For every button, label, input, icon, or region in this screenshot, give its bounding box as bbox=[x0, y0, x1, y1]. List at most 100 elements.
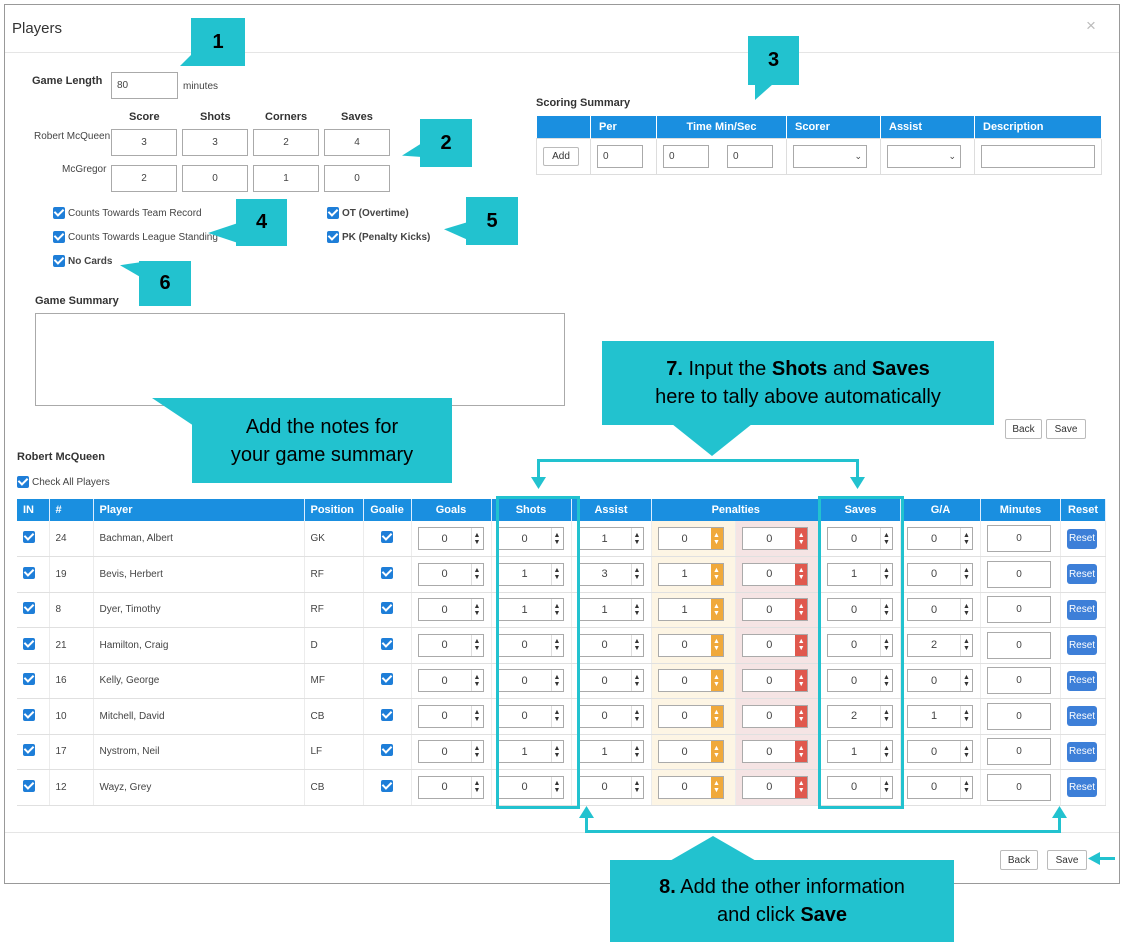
goals-spinner[interactable]: 0▲▼ bbox=[417, 562, 484, 586]
spinner-arrows-icon[interactable]: ▲▼ bbox=[550, 705, 563, 727]
spinner-arrows-icon[interactable]: ▲▼ bbox=[795, 741, 808, 763]
away-score-input[interactable]: 2 bbox=[111, 165, 177, 192]
spinner-arrows-icon[interactable]: ▲▼ bbox=[710, 670, 723, 692]
check-all-players[interactable]: Check All Players bbox=[17, 476, 110, 488]
reset-button[interactable]: Reset bbox=[1067, 741, 1097, 762]
goals-spinner[interactable]: 0▲▼ bbox=[417, 740, 484, 764]
spinner-arrows-icon[interactable]: ▲▼ bbox=[795, 670, 808, 692]
minutes-input[interactable]: 0 bbox=[987, 702, 1051, 730]
add-score-button[interactable]: Add bbox=[543, 146, 579, 166]
player-in-checkbox[interactable] bbox=[23, 566, 35, 579]
reset-button[interactable]: Reset bbox=[1067, 599, 1097, 620]
goals-spinner[interactable]: 0▲▼ bbox=[417, 704, 484, 728]
saves-spinner[interactable]: 0▲▼ bbox=[827, 598, 893, 622]
spinner-arrows-icon[interactable]: ▲▼ bbox=[630, 741, 643, 763]
spinner-arrows-icon[interactable]: ▲▼ bbox=[795, 563, 808, 585]
shots-spinner[interactable]: 0▲▼ bbox=[497, 775, 564, 799]
ga-spinner[interactable]: 0▲▼ bbox=[907, 598, 973, 622]
checkbox-checked-icon[interactable] bbox=[327, 207, 339, 219]
reset-button[interactable]: Reset bbox=[1067, 777, 1097, 798]
spinner-arrows-icon[interactable]: ▲▼ bbox=[550, 741, 563, 763]
reset-button[interactable]: Reset bbox=[1067, 635, 1097, 656]
home-saves-input[interactable]: 4 bbox=[324, 129, 390, 156]
red-card-spinner[interactable]: 0▲▼ bbox=[742, 704, 809, 728]
spinner-arrows-icon[interactable]: ▲▼ bbox=[960, 705, 972, 727]
ga-spinner[interactable]: 0▲▼ bbox=[907, 562, 973, 586]
saves-spinner[interactable]: 0▲▼ bbox=[827, 633, 893, 657]
minutes-input[interactable]: 0 bbox=[987, 525, 1051, 552]
spinner-arrows-icon[interactable]: ▲▼ bbox=[795, 705, 808, 727]
minutes-input[interactable]: 0 bbox=[663, 144, 709, 168]
spinner-arrows-icon[interactable]: ▲▼ bbox=[630, 776, 643, 798]
back-button[interactable]: Back bbox=[1000, 850, 1038, 870]
yellow-card-spinner[interactable]: 0▲▼ bbox=[657, 527, 724, 550]
spinner-arrows-icon[interactable]: ▲▼ bbox=[630, 705, 643, 727]
spinner-arrows-icon[interactable]: ▲▼ bbox=[710, 599, 723, 621]
spinner-arrows-icon[interactable]: ▲▼ bbox=[470, 670, 483, 692]
goals-spinner[interactable]: 0▲▼ bbox=[417, 598, 484, 622]
assist-spinner[interactable]: 0▲▼ bbox=[577, 704, 644, 728]
player-in-checkbox[interactable] bbox=[23, 744, 35, 757]
save-button-top[interactable]: Save bbox=[1046, 419, 1086, 439]
red-card-spinner[interactable]: 0▲▼ bbox=[742, 669, 809, 693]
spinner-arrows-icon[interactable]: ▲▼ bbox=[550, 599, 563, 621]
away-saves-input[interactable]: 0 bbox=[324, 165, 390, 192]
minutes-input[interactable]: 0 bbox=[987, 596, 1051, 624]
spinner-arrows-icon[interactable]: ▲▼ bbox=[550, 776, 563, 798]
spinner-arrows-icon[interactable]: ▲▼ bbox=[630, 528, 643, 549]
away-shots-input[interactable]: 0 bbox=[182, 165, 248, 192]
spinner-arrows-icon[interactable]: ▲▼ bbox=[880, 528, 892, 549]
assist-spinner[interactable]: 0▲▼ bbox=[577, 669, 644, 693]
goalie-checkbox[interactable] bbox=[381, 673, 393, 686]
spinner-arrows-icon[interactable]: ▲▼ bbox=[795, 599, 808, 621]
period-input[interactable]: 0 bbox=[597, 144, 643, 168]
spinner-arrows-icon[interactable]: ▲▼ bbox=[550, 563, 563, 585]
assist-spinner[interactable]: 3▲▼ bbox=[577, 562, 644, 586]
home-corners-input[interactable]: 2 bbox=[253, 129, 319, 156]
spinner-arrows-icon[interactable]: ▲▼ bbox=[960, 528, 972, 549]
yellow-card-spinner[interactable]: 1▲▼ bbox=[657, 598, 724, 622]
ga-spinner[interactable]: 0▲▼ bbox=[907, 527, 973, 550]
player-in-checkbox[interactable] bbox=[23, 637, 35, 650]
checkbox-checked-icon[interactable] bbox=[53, 231, 65, 243]
goals-spinner[interactable]: 0▲▼ bbox=[417, 775, 484, 799]
spinner-arrows-icon[interactable]: ▲▼ bbox=[470, 776, 483, 798]
away-corners-input[interactable]: 1 bbox=[253, 165, 319, 192]
penalty-kicks-checkbox[interactable]: PK (Penalty Kicks) bbox=[327, 231, 430, 243]
league-standing-checkbox[interactable]: Counts Towards League Standing bbox=[53, 231, 218, 243]
minutes-input[interactable]: 0 bbox=[987, 738, 1051, 766]
goalie-checkbox[interactable] bbox=[381, 566, 393, 579]
scorer-select[interactable]: ⌄ bbox=[793, 144, 867, 168]
minutes-input[interactable]: 0 bbox=[987, 631, 1051, 659]
saves-spinner[interactable]: 0▲▼ bbox=[827, 775, 893, 799]
spinner-arrows-icon[interactable]: ▲▼ bbox=[550, 670, 563, 692]
spinner-arrows-icon[interactable]: ▲▼ bbox=[795, 528, 808, 549]
yellow-card-spinner[interactable]: 0▲▼ bbox=[657, 704, 724, 728]
spinner-arrows-icon[interactable]: ▲▼ bbox=[880, 599, 892, 621]
ga-spinner[interactable]: 0▲▼ bbox=[907, 775, 973, 799]
saves-spinner[interactable]: 1▲▼ bbox=[827, 740, 893, 764]
spinner-arrows-icon[interactable]: ▲▼ bbox=[550, 634, 563, 656]
saves-spinner[interactable]: 0▲▼ bbox=[827, 527, 893, 550]
back-button-top[interactable]: Back bbox=[1005, 419, 1042, 439]
assist-spinner[interactable]: 1▲▼ bbox=[577, 740, 644, 764]
goalie-checkbox[interactable] bbox=[381, 531, 393, 543]
goals-spinner[interactable]: 0▲▼ bbox=[417, 669, 484, 693]
spinner-arrows-icon[interactable]: ▲▼ bbox=[710, 705, 723, 727]
spinner-arrows-icon[interactable]: ▲▼ bbox=[470, 563, 483, 585]
player-in-checkbox[interactable] bbox=[23, 673, 35, 686]
red-card-spinner[interactable]: 0▲▼ bbox=[742, 598, 809, 622]
spinner-arrows-icon[interactable]: ▲▼ bbox=[710, 528, 723, 549]
spinner-arrows-icon[interactable]: ▲▼ bbox=[880, 741, 892, 763]
spinner-arrows-icon[interactable]: ▲▼ bbox=[880, 634, 892, 656]
spinner-arrows-icon[interactable]: ▲▼ bbox=[710, 634, 723, 656]
assist-spinner[interactable]: 1▲▼ bbox=[577, 527, 644, 550]
spinner-arrows-icon[interactable]: ▲▼ bbox=[470, 705, 483, 727]
minutes-input[interactable]: 0 bbox=[987, 560, 1051, 588]
ga-spinner[interactable]: 1▲▼ bbox=[907, 704, 973, 728]
no-cards-checkbox[interactable]: No Cards bbox=[53, 255, 112, 267]
reset-button[interactable]: Reset bbox=[1067, 564, 1097, 585]
saves-spinner[interactable]: 0▲▼ bbox=[827, 669, 893, 693]
spinner-arrows-icon[interactable]: ▲▼ bbox=[880, 705, 892, 727]
checkbox-checked-icon[interactable] bbox=[327, 231, 339, 243]
